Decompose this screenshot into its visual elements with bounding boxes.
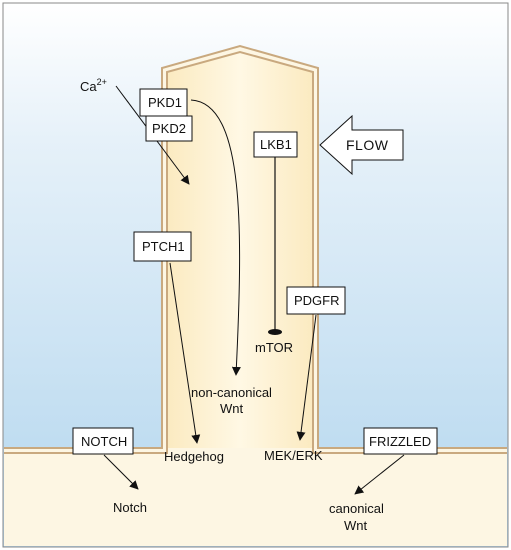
notch-target-label: Notch (113, 500, 147, 515)
pkd2-box (145, 115, 193, 142)
pdgfr-box (286, 286, 346, 315)
mek-erk-label: MEK/ERK (264, 448, 323, 463)
mtor-inhibition-bar (268, 329, 282, 335)
mtor-label: mTOR (255, 340, 293, 355)
flow-label: FLOW (346, 137, 389, 153)
frizzled-arrow (354, 454, 405, 495)
lkb1-box (253, 131, 298, 158)
ptch1-to-hedgehog-arrow (169, 262, 201, 444)
pkd2-label: PKD2 (152, 121, 186, 136)
outer-membrane (4, 44, 507, 449)
pkd1-label: PKD1 (148, 95, 182, 110)
calcium-label: Ca2+ (80, 77, 107, 94)
canonical-wnt-label-line2: Wnt (344, 518, 368, 533)
noncanonical-wnt-label-line1: non-canonical (191, 385, 272, 400)
ptch1-label: PTCH1 (142, 239, 185, 254)
frizzled-label: FRIZZLED (369, 434, 431, 449)
hedgehog-label: Hedgehog (164, 449, 224, 464)
pdgfr-label: PDGFR (294, 293, 340, 308)
notch-arrow (103, 454, 139, 490)
lkb1-label: LKB1 (260, 137, 292, 152)
ptch1-box (133, 231, 192, 262)
pkd1-box (139, 88, 188, 117)
pkd-to-noncanonical-arrow (190, 99, 241, 376)
notch-box-label: NOTCH (81, 434, 127, 449)
flow-arrow-shape (319, 114, 404, 176)
inner-membrane (4, 50, 507, 454)
canonical-wnt-label-line1: canonical (329, 501, 384, 516)
noncanonical-wnt-label-line2: Wnt (220, 401, 244, 416)
frizzled-box (363, 427, 438, 455)
notch-box (72, 427, 134, 455)
pdgfr-to-mekerk-arrow (296, 314, 317, 441)
